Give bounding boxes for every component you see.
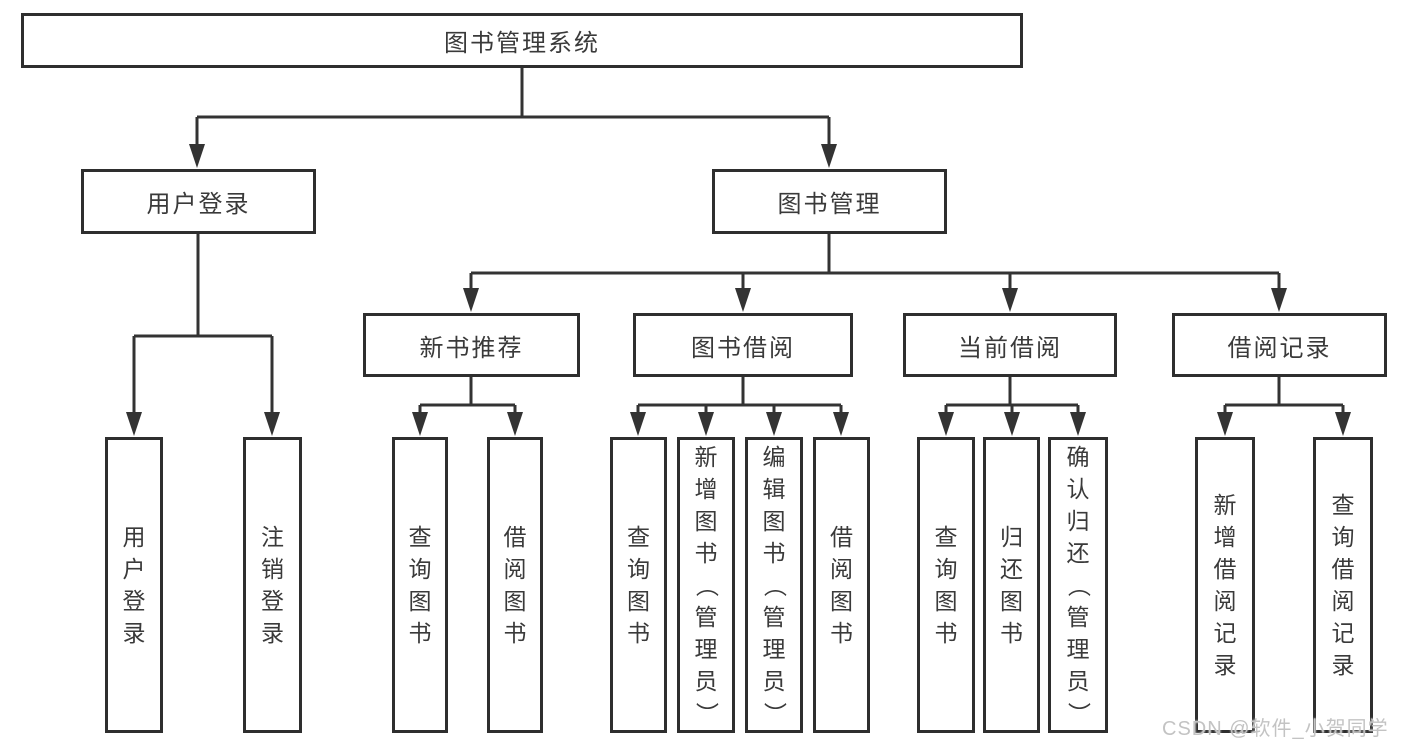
node-leaf-query-book-rec: 查询图书 xyxy=(392,437,448,733)
arrowheads xyxy=(126,144,1351,436)
edge-root-to-level2 xyxy=(195,68,831,148)
arrowhead-icon xyxy=(630,412,646,436)
arrowhead-icon xyxy=(1217,412,1233,436)
node-user-login: 用户登录 xyxy=(81,169,316,234)
edge-userlogin-to-leaves xyxy=(132,234,274,418)
node-leaf-edit-book: 编辑图书（管理员） xyxy=(745,437,803,733)
watermark: CSDN @软件_小贺同学 xyxy=(1162,718,1389,740)
edge-bookmgmt-to-level3 xyxy=(469,234,1281,294)
arrowhead-icon xyxy=(698,412,714,436)
node-leaf-logout: 注销登录 xyxy=(243,437,302,733)
node-leaf-borrow-book-rec: 借阅图书 xyxy=(487,437,543,733)
node-book-borrow: 图书借阅 xyxy=(633,313,853,377)
edge-newbookrec-to-leaves xyxy=(418,377,517,418)
arrowhead-icon xyxy=(507,412,523,436)
node-leaf-query-book-borrow: 查询图书 xyxy=(610,437,667,733)
node-leaf-add-book: 新增图书（管理员） xyxy=(677,437,735,733)
edge-bookborrow-to-leaves xyxy=(636,377,843,418)
arrowhead-icon xyxy=(735,288,751,312)
arrowhead-icon xyxy=(833,412,849,436)
arrowhead-icon xyxy=(938,412,954,436)
node-borrow-record: 借阅记录 xyxy=(1172,313,1387,377)
arrowhead-icon xyxy=(821,144,837,168)
arrowhead-icon xyxy=(1004,412,1020,436)
node-new-book-rec: 新书推荐 xyxy=(363,313,580,377)
arrowhead-icon xyxy=(1271,288,1287,312)
node-leaf-borrow-book-borrow: 借阅图书 xyxy=(813,437,870,733)
arrowhead-icon xyxy=(1070,412,1086,436)
node-leaf-query-book-current: 查询图书 xyxy=(917,437,975,733)
node-leaf-user-login: 用户登录 xyxy=(105,437,163,733)
edge-borrowrecord-to-leaves xyxy=(1223,377,1345,418)
arrowhead-icon xyxy=(463,288,479,312)
node-root: 图书管理系统 xyxy=(21,13,1023,68)
node-leaf-return-book: 归还图书 xyxy=(983,437,1040,733)
arrowhead-icon xyxy=(189,144,205,168)
node-leaf-confirm-return: 确认归还（管理员） xyxy=(1048,437,1108,733)
node-leaf-add-record: 新增借阅记录 xyxy=(1195,437,1255,733)
node-book-mgmt: 图书管理 xyxy=(712,169,947,234)
node-current-borrow: 当前借阅 xyxy=(903,313,1117,377)
arrowhead-icon xyxy=(412,412,428,436)
node-leaf-query-record: 查询借阅记录 xyxy=(1313,437,1373,733)
arrowhead-icon xyxy=(766,412,782,436)
arrowhead-icon xyxy=(126,412,142,436)
arrowhead-icon xyxy=(1002,288,1018,312)
arrowhead-icon xyxy=(1335,412,1351,436)
arrowhead-icon xyxy=(264,412,280,436)
edge-currentborrow-to-leaves xyxy=(944,377,1080,418)
